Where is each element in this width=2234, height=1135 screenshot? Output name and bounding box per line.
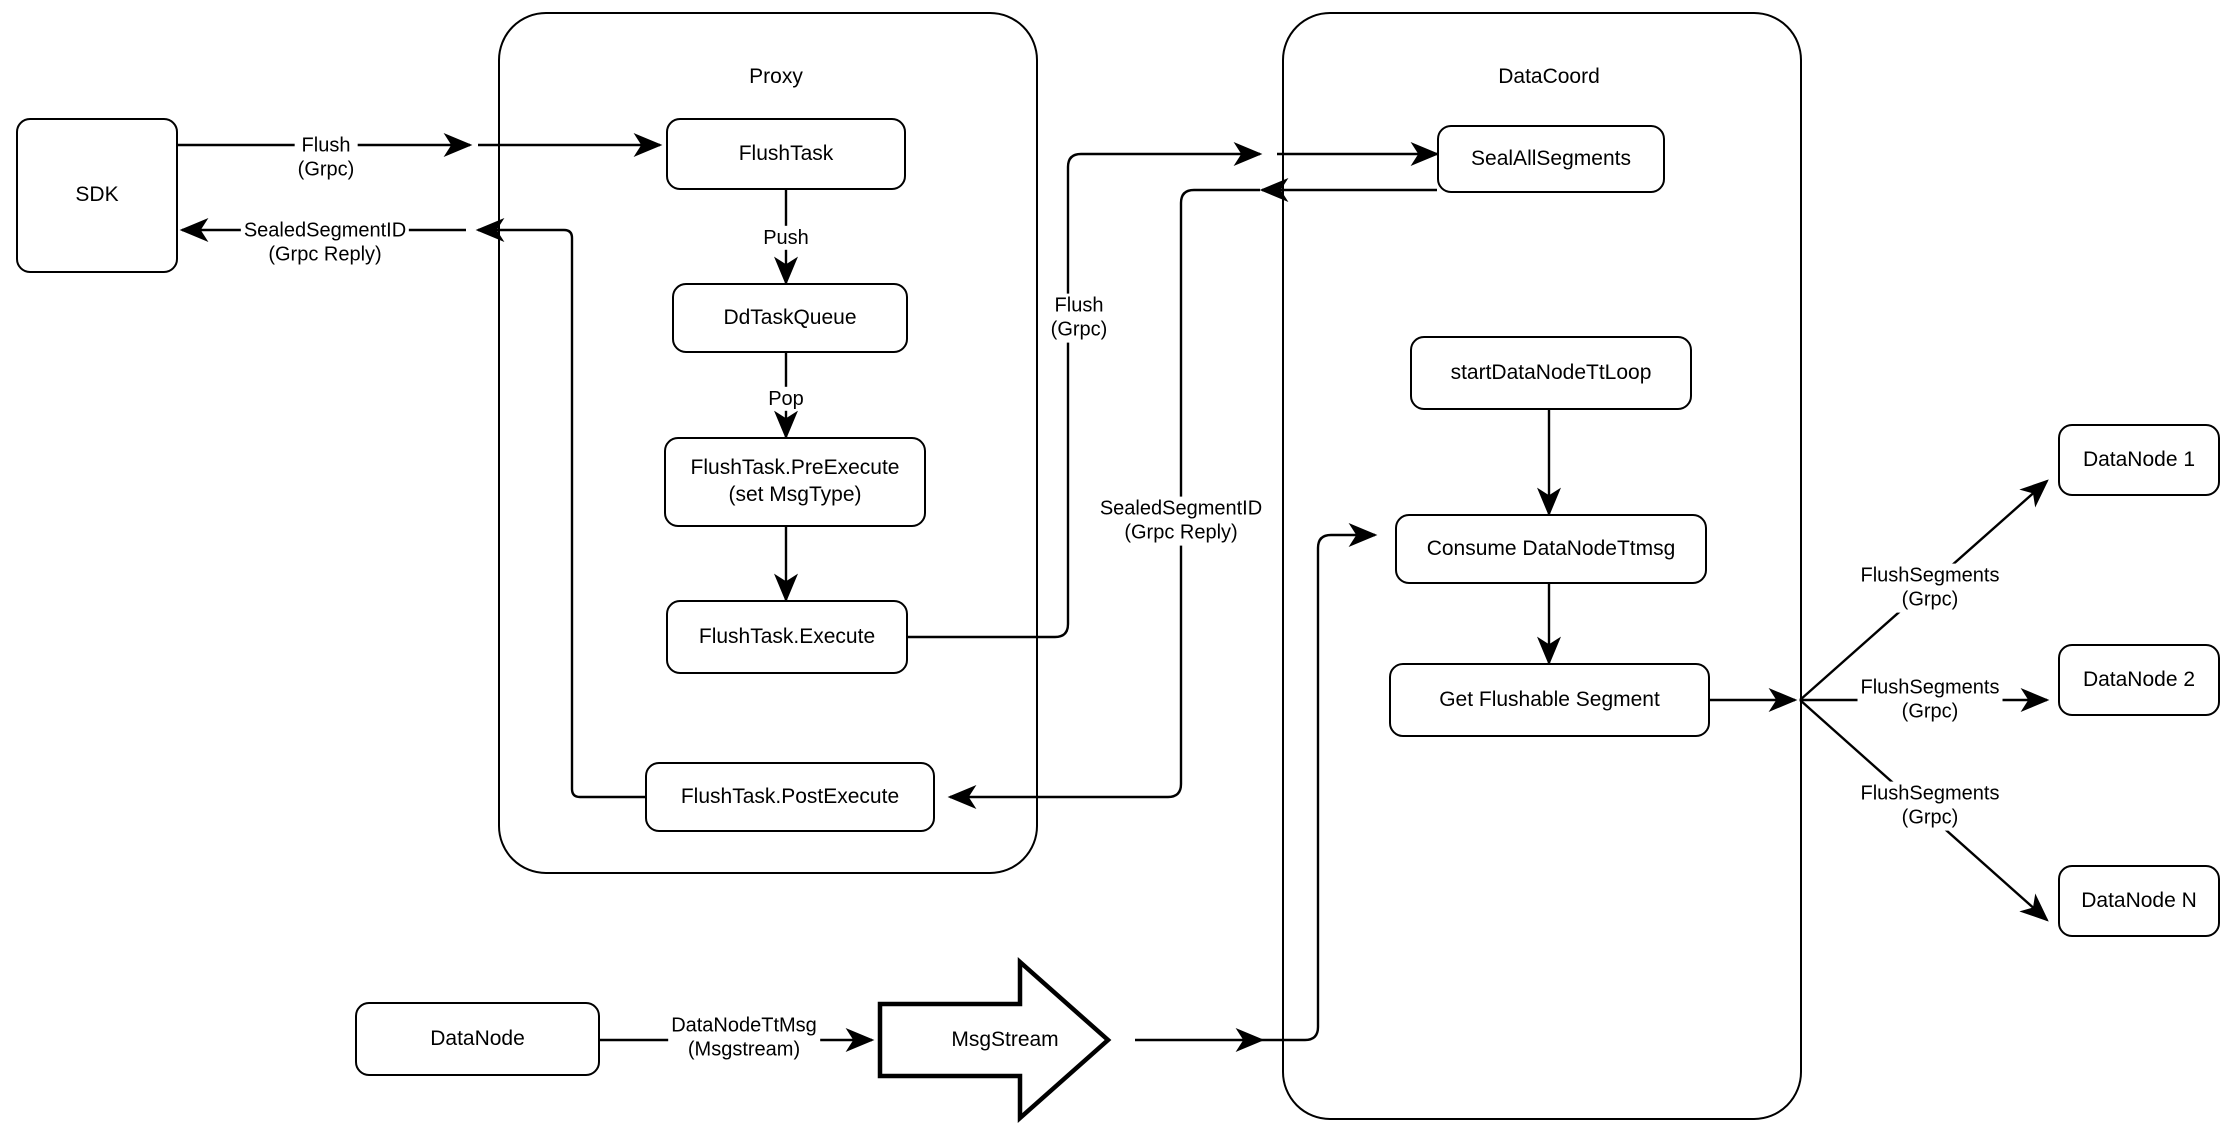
edge-label-sealed-segmentid-reply-sdk: SealedSegmentID (Grpc Reply) [240, 218, 410, 268]
container-proxy-title: Proxy [749, 65, 803, 88]
edge-label-push: Push [760, 225, 812, 251]
node-datanode-source[interactable]: DataNode [355, 1002, 600, 1076]
edge-label-flush-segments-n: FlushSegments (Grpc) [1857, 781, 2003, 831]
edge-label-flush-grpc-sdk: Flush (Grpc) [294, 133, 358, 183]
node-msgstream-label: MsgStream [951, 1028, 1059, 1051]
node-datanode-n[interactable]: DataNode N [2058, 865, 2220, 937]
edge-label-flush-segments-1: FlushSegments (Grpc) [1857, 563, 2003, 613]
node-sdk[interactable]: SDK [16, 118, 178, 273]
node-consume-datanode-ttmsg[interactable]: Consume DataNodeTtmsg [1395, 514, 1707, 584]
container-datacoord [1282, 12, 1802, 1120]
node-datanode-1[interactable]: DataNode 1 [2058, 424, 2220, 496]
node-start-datanode-tt-loop[interactable]: startDataNodeTtLoop [1410, 336, 1692, 410]
node-get-flushable-segment[interactable]: Get Flushable Segment [1389, 663, 1710, 737]
node-flush-task[interactable]: FlushTask [666, 118, 906, 190]
node-datanode-2[interactable]: DataNode 2 [2058, 644, 2220, 716]
node-flush-task-execute[interactable]: FlushTask.Execute [666, 600, 908, 674]
edge-label-sealed-segmentid-reply-proxy: SealedSegmentID (Grpc Reply) [1096, 496, 1266, 546]
node-flush-task-postexecute[interactable]: FlushTask.PostExecute [645, 762, 935, 832]
node-seal-all-segments[interactable]: SealAllSegments [1437, 125, 1665, 193]
node-flush-task-preexecute[interactable]: FlushTask.PreExecute (set MsgType) [664, 437, 926, 527]
edge-label-pop: Pop [765, 386, 807, 412]
container-datacoord-title: DataCoord [1498, 65, 1600, 88]
edge-label-flush-grpc-proxy: Flush (Grpc) [1047, 293, 1111, 343]
edge-label-flush-segments-2: FlushSegments (Grpc) [1857, 675, 2003, 725]
container-proxy [498, 12, 1038, 874]
node-dd-task-queue[interactable]: DdTaskQueue [672, 283, 908, 353]
edge-label-datanode-ttmsg: DataNodeTtMsg (Msgstream) [668, 1013, 820, 1063]
